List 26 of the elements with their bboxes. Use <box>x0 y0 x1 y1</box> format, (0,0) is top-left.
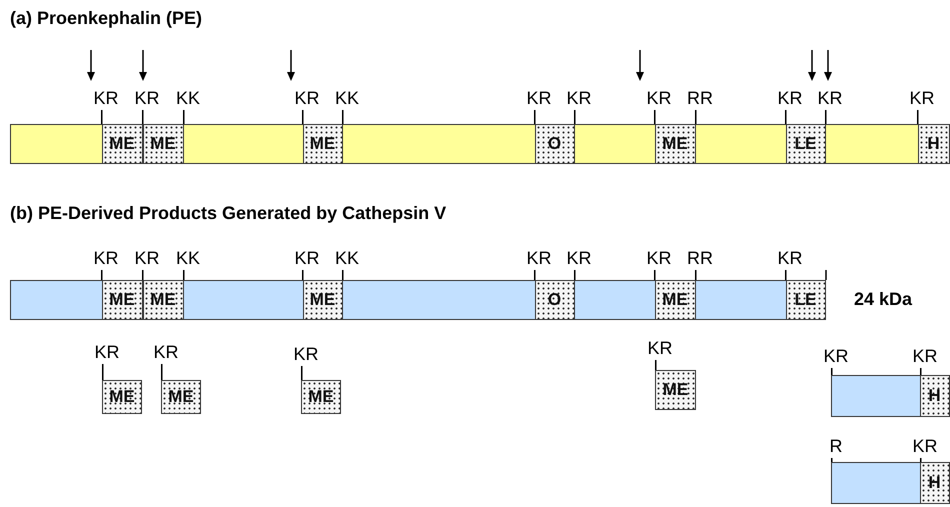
peptide-segment: ME <box>142 124 184 164</box>
peptide-segment: ME <box>102 380 142 414</box>
peptide-segment: O <box>534 280 574 320</box>
section-heading: (a) Proenkephalin (PE) <box>10 8 202 29</box>
peptide-segment: O <box>534 124 574 164</box>
peptide-segment: ME <box>102 280 142 320</box>
peptide-segment: ME <box>142 280 184 320</box>
protein-bar <box>831 462 950 504</box>
peptide-segment: ME <box>654 124 696 164</box>
peptide-segment: ME <box>655 370 696 410</box>
peptide-segment: ME <box>302 124 342 164</box>
section-heading: (b) PE-Derived Products Generated by Cathepsin V <box>10 203 446 224</box>
peptide-segment: LE <box>786 124 826 164</box>
protein-bar <box>10 124 950 164</box>
peptide-segment: LE <box>786 280 826 320</box>
peptide-segment: ME <box>301 380 341 414</box>
protein-bar <box>10 280 826 320</box>
peptide-segment: ME <box>102 124 142 164</box>
peptide-segment: H <box>920 374 950 416</box>
peptide-segment: ME <box>302 280 342 320</box>
peptide-segment: H <box>920 462 950 504</box>
peptide-segment: ME <box>654 280 696 320</box>
size-label: 24 kDa <box>854 289 912 310</box>
peptide-segment: ME <box>161 380 201 414</box>
peptide-segment: H <box>918 124 950 164</box>
protein-bar <box>831 375 950 417</box>
